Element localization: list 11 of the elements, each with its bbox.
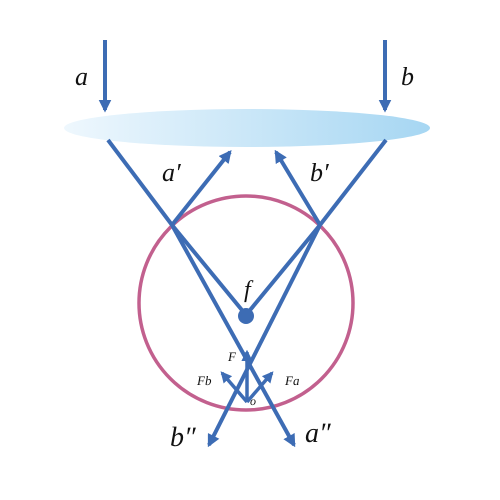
ray-label: b xyxy=(401,64,414,90)
ray-label: f xyxy=(244,278,251,302)
ray-label: b″ xyxy=(170,424,196,452)
ray-label: a xyxy=(75,64,88,90)
ray-label: Fa xyxy=(285,374,300,387)
ray-label: a′ xyxy=(162,160,181,186)
ray-label: F xyxy=(228,350,236,363)
ray-label: a″ xyxy=(305,420,331,448)
ray-label: Fb xyxy=(197,374,212,387)
ray-label: o xyxy=(250,395,256,407)
ray-label: b′ xyxy=(310,160,329,186)
